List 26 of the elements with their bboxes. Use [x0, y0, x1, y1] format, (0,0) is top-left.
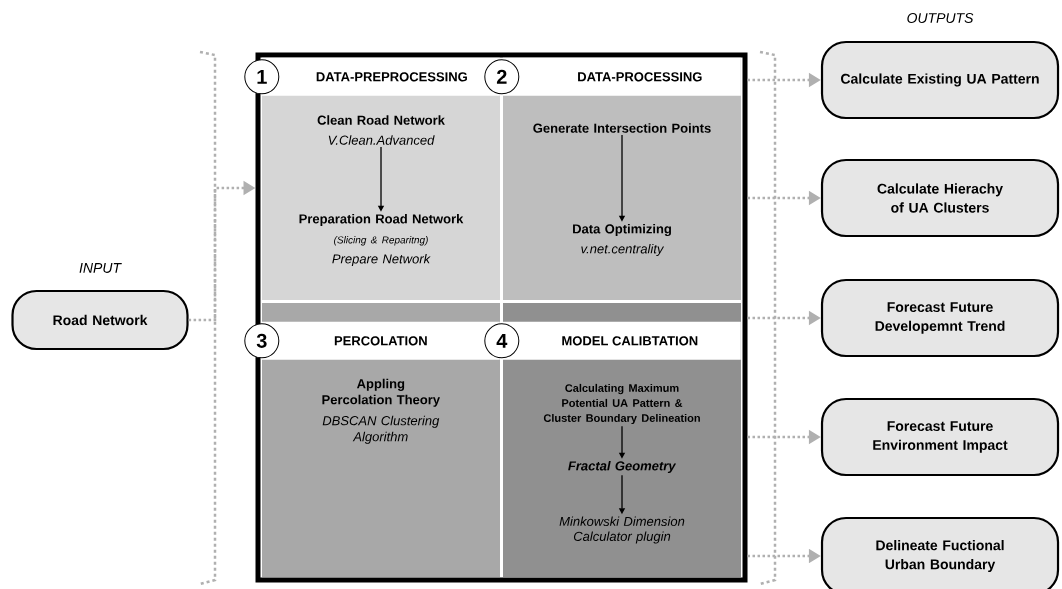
section-heading: MODEL CALIBTATION	[562, 336, 698, 346]
number-badge: 3	[244, 323, 280, 359]
step-text: Minkowski Dimension Calculator plugin	[559, 516, 685, 544]
step-text: Calculating Maximum Potential UA Pattern & Cluster Boundary Delineation	[543, 383, 700, 425]
step-text: Generate Intersection Points	[533, 123, 711, 133]
number-badge: 1	[244, 59, 280, 95]
framework-frame	[255, 52, 748, 583]
step-text: DBSCAN Clustering Algorithm	[322, 415, 440, 444]
section-heading: DATA-PROCESSING	[578, 72, 702, 82]
section-label: INPUT	[79, 263, 122, 273]
step-text: Clean Road Network V.Clean.Advanced	[317, 115, 445, 145]
rounded-box: Calculate Hierachy of UA Clusters	[820, 158, 1060, 238]
rounded-box: Calculate Existing UA Pattern	[820, 40, 1060, 120]
step-text: Preparation Road Network (Slicing & Reparitng) Prepare Network	[299, 213, 464, 267]
number-badge: 4	[484, 323, 520, 359]
rounded-box: Forecast Future Developemnt Trend	[820, 278, 1060, 358]
rounded-box: Delineate Fuctional Urban Boundary	[820, 516, 1060, 589]
step-text: Appling Percolation Theory	[322, 378, 440, 407]
section-heading: PERCOLATION	[334, 336, 427, 346]
rounded-box: Road Network	[11, 289, 189, 351]
section-label: OUTPUTS	[907, 13, 974, 23]
section-heading: DATA-PREPROCESSING	[316, 72, 467, 82]
number-badge: 2	[484, 59, 520, 95]
step-text: Fractal Geometry	[568, 460, 677, 474]
step-text: Data Optimizing v.net.centrality	[573, 223, 671, 257]
rounded-box: Forecast Future Environment Impact	[820, 397, 1060, 477]
